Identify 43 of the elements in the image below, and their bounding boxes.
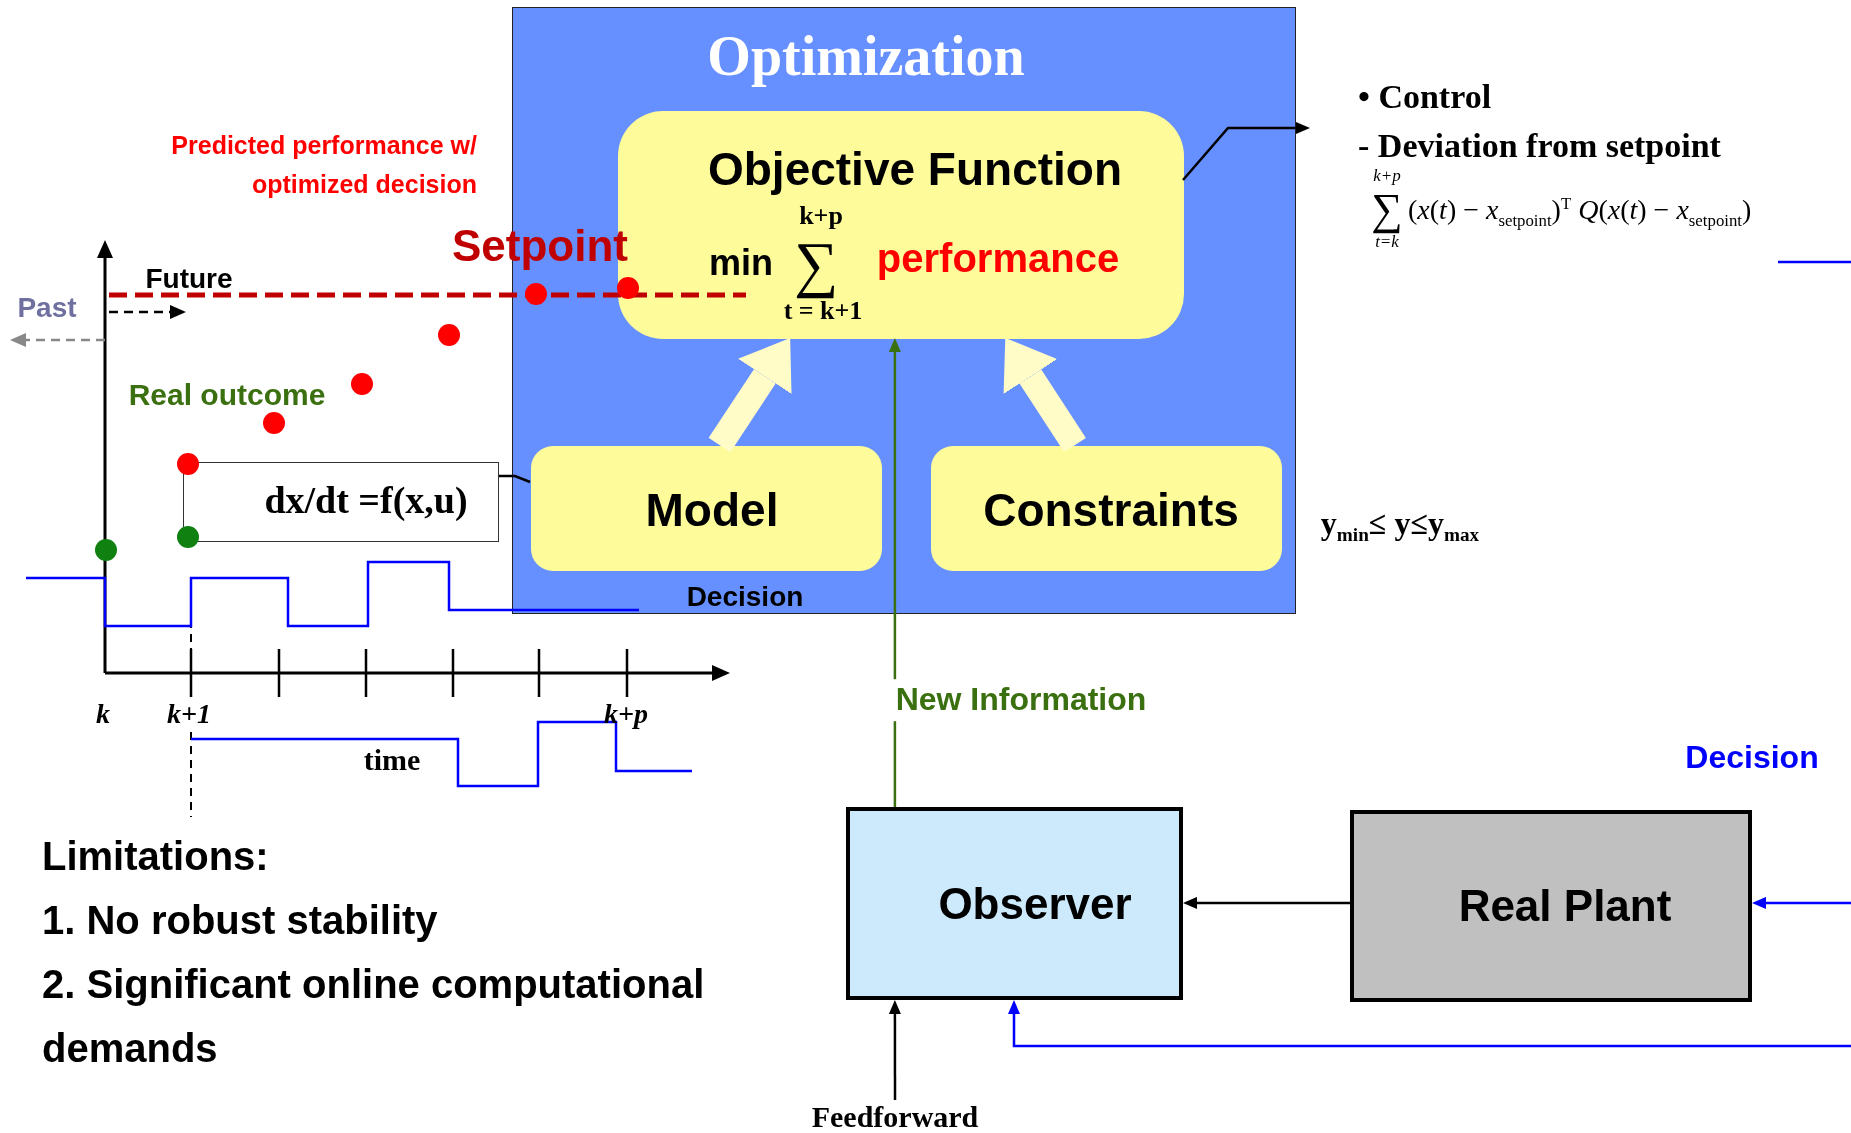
plant-box <box>1350 810 1752 1002</box>
tick-label: k+1 <box>167 697 211 731</box>
panel-title: Optimization <box>707 23 1025 89</box>
block-arrow <box>1003 337 1086 453</box>
sum-upper-limit: k+p <box>1373 166 1401 186</box>
model-box <box>531 446 882 571</box>
equation-text: dx/dt =f(x,u) <box>264 479 468 523</box>
block-arrow <box>708 338 792 453</box>
signal-label: Decision <box>686 580 804 614</box>
bullet-text: - Deviation from setpoint <box>1358 126 1721 166</box>
limitation-item: 2. Significant online computational demands <box>42 961 706 1072</box>
limitations-heading: Limitations: <box>42 833 270 880</box>
axis-annotation: Future <box>145 262 233 296</box>
observer-box <box>846 807 1183 1000</box>
arrow <box>888 338 901 807</box>
sum-symbol: ∑ <box>1371 184 1403 236</box>
annotation-text: Real outcome <box>128 377 326 413</box>
box-label: Constraints <box>983 483 1239 537</box>
signal-label: Decision <box>1685 738 1819 776</box>
leader-line <box>499 474 531 484</box>
box-label: Model <box>645 483 779 537</box>
box-label: Observer <box>938 878 1132 930</box>
annotation-text: Predicted performance w/ optimized decision <box>170 130 477 200</box>
performance-term: performance <box>876 235 1120 281</box>
bullet-text: • Control <box>1358 77 1492 117</box>
axis-annotation: Past <box>17 291 77 325</box>
arrow <box>1752 896 1851 909</box>
arrow <box>1182 122 1310 181</box>
equation-box <box>183 462 499 542</box>
tick-label: k <box>96 697 110 731</box>
arrow <box>1008 1000 1851 1048</box>
min-operator: min <box>709 242 773 284</box>
axis-label: time <box>363 742 421 778</box>
box-label: Real Plant <box>1458 880 1672 932</box>
arrow <box>888 1000 901 1100</box>
limitation-item: 1. No robust stability <box>42 897 439 944</box>
constraint-formula: y$_{min}$≤ y≤y$_{max}$ <box>1320 504 1480 542</box>
tick-label: k+p <box>604 697 648 731</box>
box-title: Objective Function <box>708 142 1122 196</box>
sum-upper-limit: k+p <box>799 201 843 231</box>
constraints-box <box>931 446 1282 571</box>
input-label: Feedforward <box>811 1099 979 1133</box>
arrow <box>1183 896 1350 909</box>
